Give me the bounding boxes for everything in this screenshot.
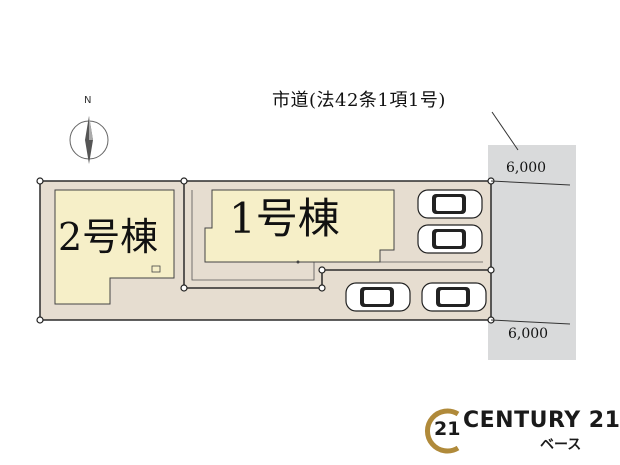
compass-label: N (84, 95, 92, 106)
entry-mark (296, 260, 300, 264)
car-icon (417, 189, 483, 219)
brand-logo: 21 CENTURY 21 ベース (424, 396, 620, 465)
brand-name: CENTURY 21 (463, 408, 620, 433)
north-arrow-icon (69, 116, 109, 164)
building-1-footprint (204, 189, 395, 263)
brand-emblem-icon (425, 408, 460, 454)
road-name: 市道(法42条1項1号) (272, 90, 446, 111)
road-width-top: 6,000 (506, 160, 547, 176)
brand-logo-number: 21 (434, 418, 461, 440)
car-icon (417, 224, 483, 254)
road-width-bottom: 6,000 (508, 326, 549, 342)
public-road (488, 145, 576, 360)
building-1-label: 1号棟 (229, 194, 340, 243)
building-2-label: 2号棟 (58, 215, 159, 259)
dim-line-top (490, 180, 571, 186)
entry-mark (151, 265, 161, 273)
brand-subtitle: ベース (540, 437, 582, 453)
dim-line-bottom (490, 319, 571, 325)
car-icon (421, 282, 487, 312)
lot-markers (36, 177, 495, 324)
car-icon (345, 282, 411, 312)
building-2-footprint (54, 189, 175, 305)
road-callout-line (491, 111, 519, 151)
